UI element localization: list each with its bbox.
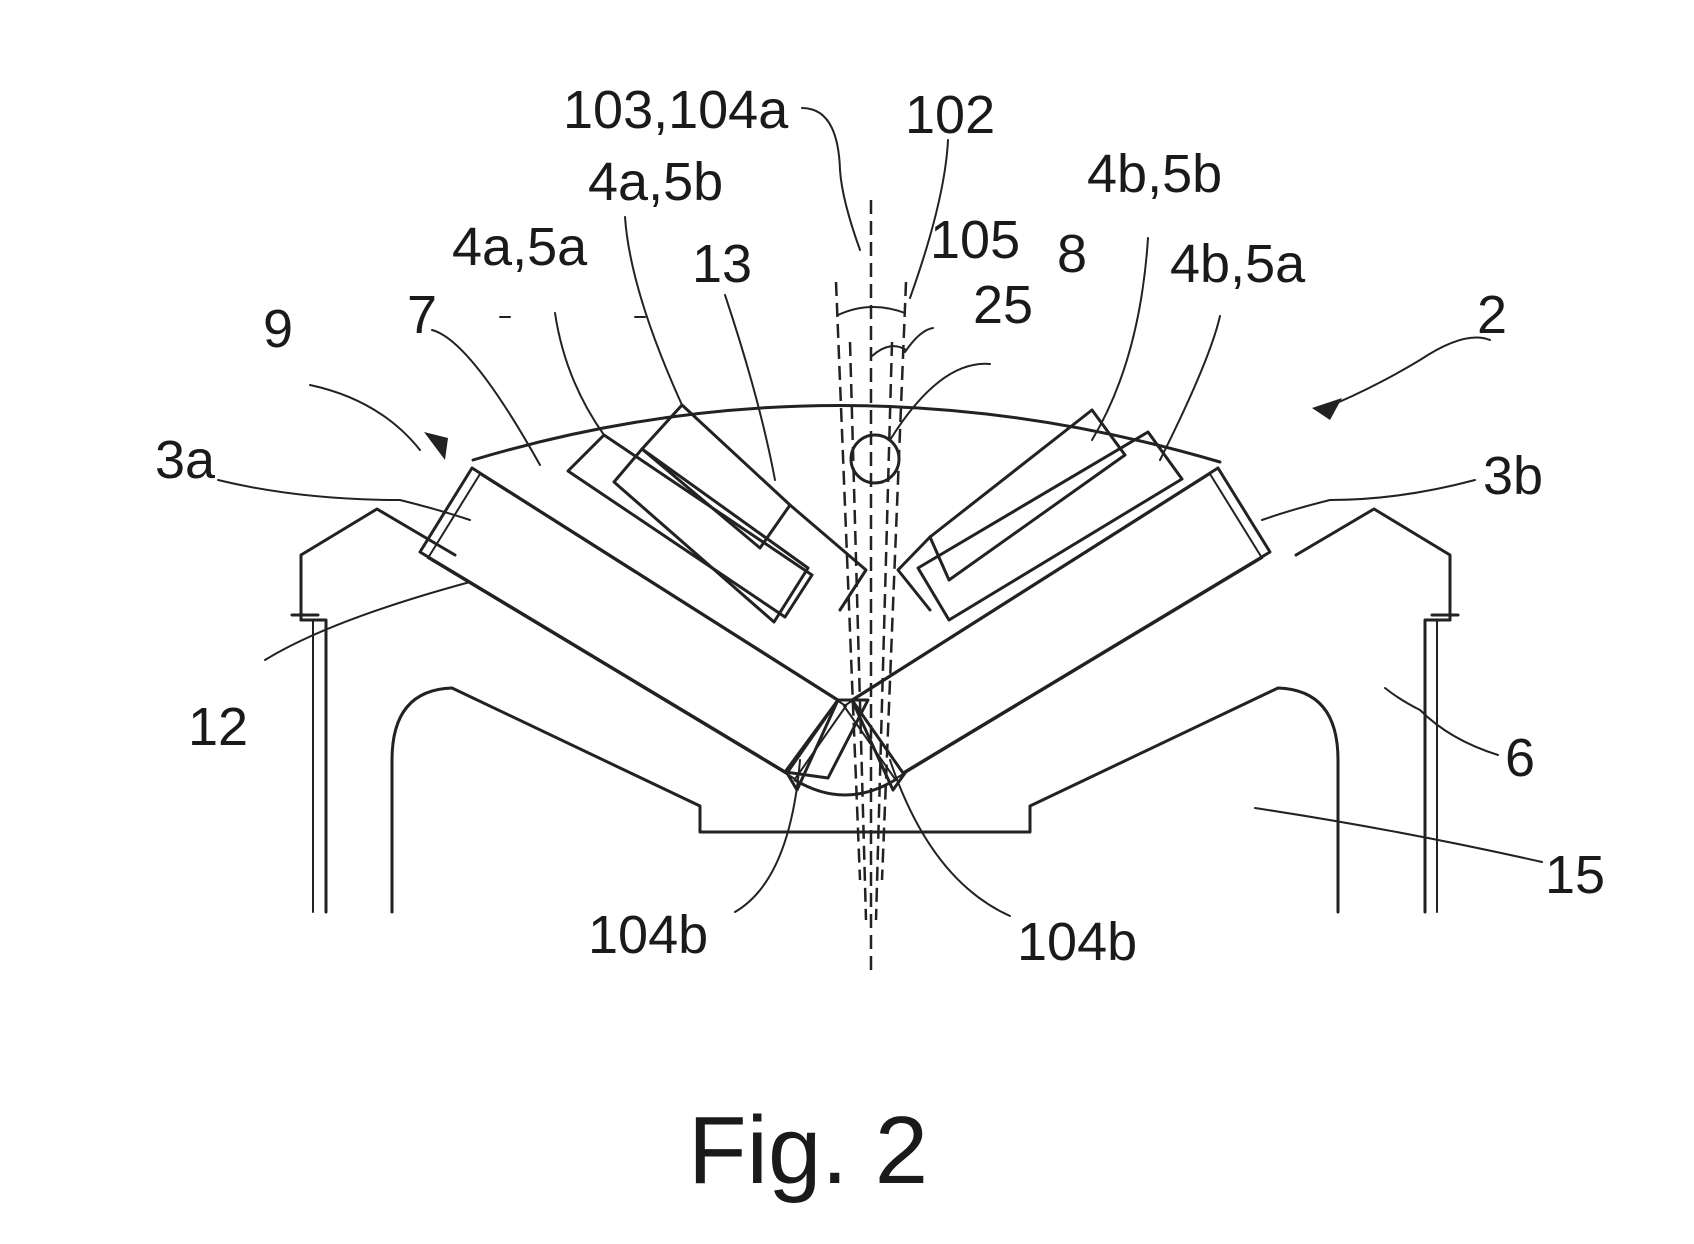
label-2: 2	[1477, 285, 1507, 345]
label-13: 13	[692, 234, 752, 294]
label-8: 8	[1057, 224, 1087, 284]
label-4a-5b: 4a,5b	[588, 152, 723, 212]
label-4a-5a: 4a,5a	[452, 217, 588, 277]
label-12: 12	[188, 697, 248, 757]
center-left-edge	[788, 503, 868, 612]
circle-25	[849, 433, 901, 485]
inner-cavity	[390, 686, 1340, 914]
center-right-edge	[896, 535, 932, 612]
label-105: 105	[930, 210, 1020, 270]
leader-lines	[217, 107, 1543, 917]
label-4b-5a: 4b,5a	[1170, 234, 1306, 294]
figure-caption: Fig. 2	[688, 1097, 928, 1204]
label-3b: 3b	[1483, 446, 1543, 506]
label-103-104a: 103,104a	[563, 80, 789, 140]
magnet-4b-5a	[916, 430, 1184, 622]
magnet-4a-5a	[566, 433, 814, 619]
arrow-9	[424, 432, 448, 460]
label-4b-5b: 4b,5b	[1087, 144, 1222, 204]
trough	[793, 778, 897, 797]
bar-3a	[418, 466, 870, 792]
label-25: 25	[973, 275, 1033, 335]
label-104b-left: 104b	[588, 905, 708, 965]
label-9: 9	[263, 299, 293, 359]
center-axis	[834, 200, 908, 970]
label-3a: 3a	[155, 430, 216, 490]
label-7: 7	[407, 285, 437, 345]
label-102: 102	[905, 85, 995, 145]
label-15: 15	[1545, 845, 1605, 905]
bar-3b	[842, 466, 1272, 792]
magnet-4a-5b	[612, 403, 810, 624]
arrow-2	[1312, 398, 1342, 420]
outer-housing	[290, 507, 1460, 914]
label-104b-right: 104b	[1017, 912, 1137, 972]
magnet-4b-5b	[928, 408, 1127, 582]
label-6: 6	[1505, 728, 1535, 788]
